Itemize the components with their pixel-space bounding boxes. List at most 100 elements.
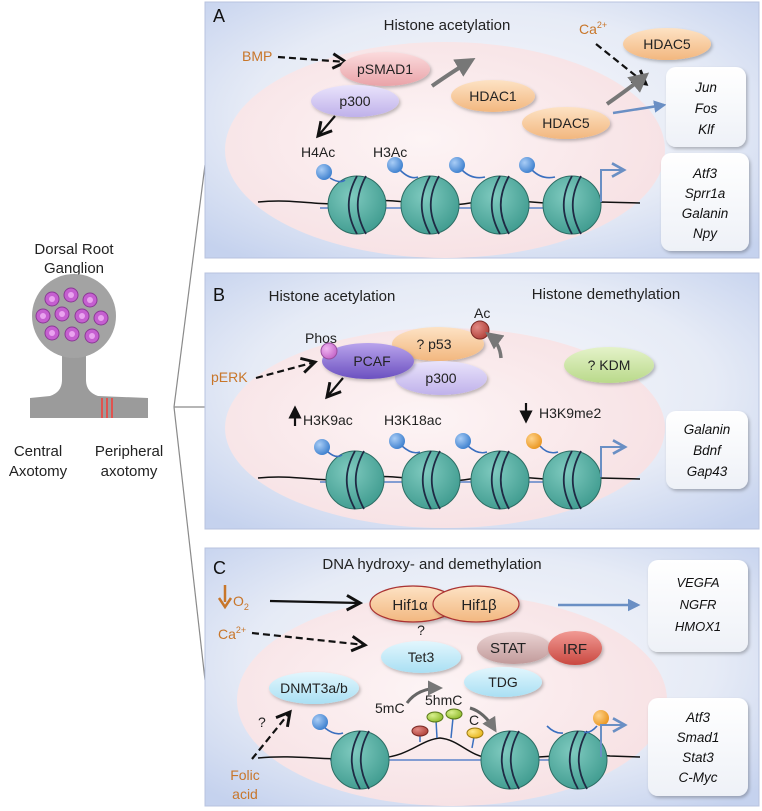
- hdac5-label-inner: HDAC5: [542, 115, 590, 131]
- psmad1-node: [340, 52, 430, 86]
- p300-to-p53-arrow: [485, 331, 505, 359]
- kdm-label: ? KDM: [588, 357, 631, 373]
- hdac1-node: [451, 80, 535, 112]
- svg-text:Atf3: Atf3: [685, 710, 711, 725]
- h3ac-label: H3Ac: [373, 144, 407, 160]
- chromatin-b: [257, 433, 641, 510]
- p53-label: ? p53: [416, 336, 451, 352]
- svg-text:Klf: Klf: [698, 122, 715, 137]
- hif1b-label: Hif1β: [461, 597, 497, 614]
- p300-node-a: [311, 85, 399, 117]
- c-label: C: [469, 712, 479, 728]
- svg-text:Galanin: Galanin: [684, 422, 731, 437]
- peripheral-label-line1: Peripheral: [95, 443, 163, 460]
- folic-arrow: [251, 712, 290, 760]
- irf-label: IRF: [563, 641, 587, 658]
- hdac5-label-outer: HDAC5: [643, 36, 691, 52]
- chromatin-c: [257, 708, 641, 790]
- svg-text:HMOX1: HMOX1: [675, 619, 721, 634]
- central-label-line2: Axotomy: [9, 463, 68, 480]
- panel-b-title-left: Histone acetylation: [269, 288, 396, 305]
- panel-b-title-right: Histone demethylation: [532, 286, 680, 303]
- drg-title-line2: Ganglion: [44, 260, 104, 277]
- drg-title-line1: Dorsal Root: [34, 241, 114, 258]
- chromatin-a: [257, 157, 641, 235]
- tet3-question: ?: [417, 622, 425, 638]
- peripheral-label-line2: axotomy: [101, 463, 158, 480]
- tet3-label: Tet3: [408, 649, 435, 665]
- gene-box-a-top: Jun Fos Klf: [666, 67, 746, 147]
- 5mc-label: 5mC: [375, 700, 405, 716]
- perk-label: pERK: [211, 369, 248, 385]
- p300-label-b: p300: [425, 370, 456, 386]
- panel-a-title: Histone acetylation: [384, 17, 511, 34]
- svg-text:Atf3: Atf3: [692, 166, 718, 181]
- hdac5-export-arrow: [605, 72, 650, 106]
- tdg-node: [464, 667, 542, 697]
- h4ac-label: H4Ac: [301, 144, 335, 160]
- pcaf-label: PCAF: [353, 353, 390, 369]
- ac-marker: [470, 320, 490, 340]
- tet3-node: [381, 641, 461, 673]
- h3k9me2-label: H3K9me2: [539, 405, 601, 421]
- bmp-arrow: [277, 57, 346, 62]
- phos-label: Phos: [305, 330, 337, 346]
- svg-text:Sprr1a: Sprr1a: [685, 186, 726, 201]
- panel-a-letter: A: [213, 6, 225, 26]
- 5mc-to-5hmc-arrow: [405, 680, 443, 704]
- gene-box-a-bottom: Atf3 Sprr1a Galanin Npy: [661, 153, 749, 251]
- panel-c-letter: C: [213, 558, 226, 578]
- gene-box-c-top: VEGFA NGFR HMOX1: [648, 560, 748, 652]
- 5hmc-label: 5hmC: [425, 692, 462, 708]
- bmp-label: BMP: [242, 48, 272, 64]
- svg-text:Stat3: Stat3: [682, 750, 714, 765]
- hif1b-node: [432, 585, 520, 623]
- irf-node: [548, 631, 602, 665]
- hdac5-node-inner: [522, 107, 610, 139]
- ac-label: Ac: [474, 305, 490, 321]
- pcaf-node: [322, 343, 414, 379]
- kdm-node: [564, 347, 654, 383]
- panel-b: B Histone acetylation Histone demethylat…: [204, 272, 760, 530]
- psmad1-label: pSMAD1: [357, 61, 413, 77]
- gene-box-c-bottom: Atf3 Smad1 Stat3 C-Myc: [648, 698, 748, 796]
- svg-text:Galanin: Galanin: [682, 206, 729, 221]
- phos-marker: [320, 342, 338, 360]
- svg-text:Jun: Jun: [694, 80, 717, 95]
- folic-label-line2: acid: [232, 786, 258, 802]
- drg-illustration: Dorsal Root Ganglion: [9, 164, 206, 681]
- gene-box-b: Galanin Bdnf Gap43: [666, 411, 748, 489]
- tdg-label: TDG: [488, 674, 518, 690]
- 5hmc-to-c-arrow: [469, 706, 497, 733]
- perk-arrow: [255, 362, 315, 380]
- psmad1-to-hdac1-arrow: [430, 57, 476, 88]
- central-label-line1: Central: [14, 443, 62, 460]
- p300-node-b: [395, 361, 487, 395]
- hdac5-to-genes-arrow: [612, 100, 667, 115]
- hif1a-label: Hif1α: [392, 597, 428, 614]
- panel-c: C DNA hydroxy- and demethylation O2 Ca2+…: [204, 547, 760, 807]
- panel-a: A Histone acetylation BMP Ca2+ pSMAD1 p3…: [204, 1, 760, 259]
- ca-arrow-c: [251, 631, 365, 645]
- svg-text:Smad1: Smad1: [677, 730, 720, 745]
- svg-text:Fos: Fos: [695, 101, 718, 116]
- hdac1-label: HDAC1: [469, 88, 517, 104]
- svg-text:NGFR: NGFR: [680, 597, 717, 612]
- o2-down-label: O2: [217, 585, 249, 612]
- h3k9ac-label: H3K9ac: [303, 412, 353, 428]
- folic-question: ?: [258, 714, 266, 730]
- stat-node: [477, 632, 551, 664]
- connector-lines: [173, 164, 206, 681]
- svg-text:Gap43: Gap43: [687, 464, 728, 479]
- neuron-cells: [35, 287, 109, 344]
- p300-to-h4ac-arrow: [318, 115, 336, 136]
- ca-label-a: Ca2+: [579, 20, 607, 37]
- svg-text:C-Myc: C-Myc: [679, 770, 718, 785]
- dnmt-label: DNMT3a/b: [280, 680, 348, 696]
- pcaf-to-h3k9ac-arrow: [327, 377, 344, 397]
- p300-label-a: p300: [339, 93, 370, 109]
- h3k18ac-label: H3K18ac: [384, 412, 442, 428]
- svg-text:O2: O2: [233, 593, 249, 612]
- svg-text:Npy: Npy: [693, 226, 718, 241]
